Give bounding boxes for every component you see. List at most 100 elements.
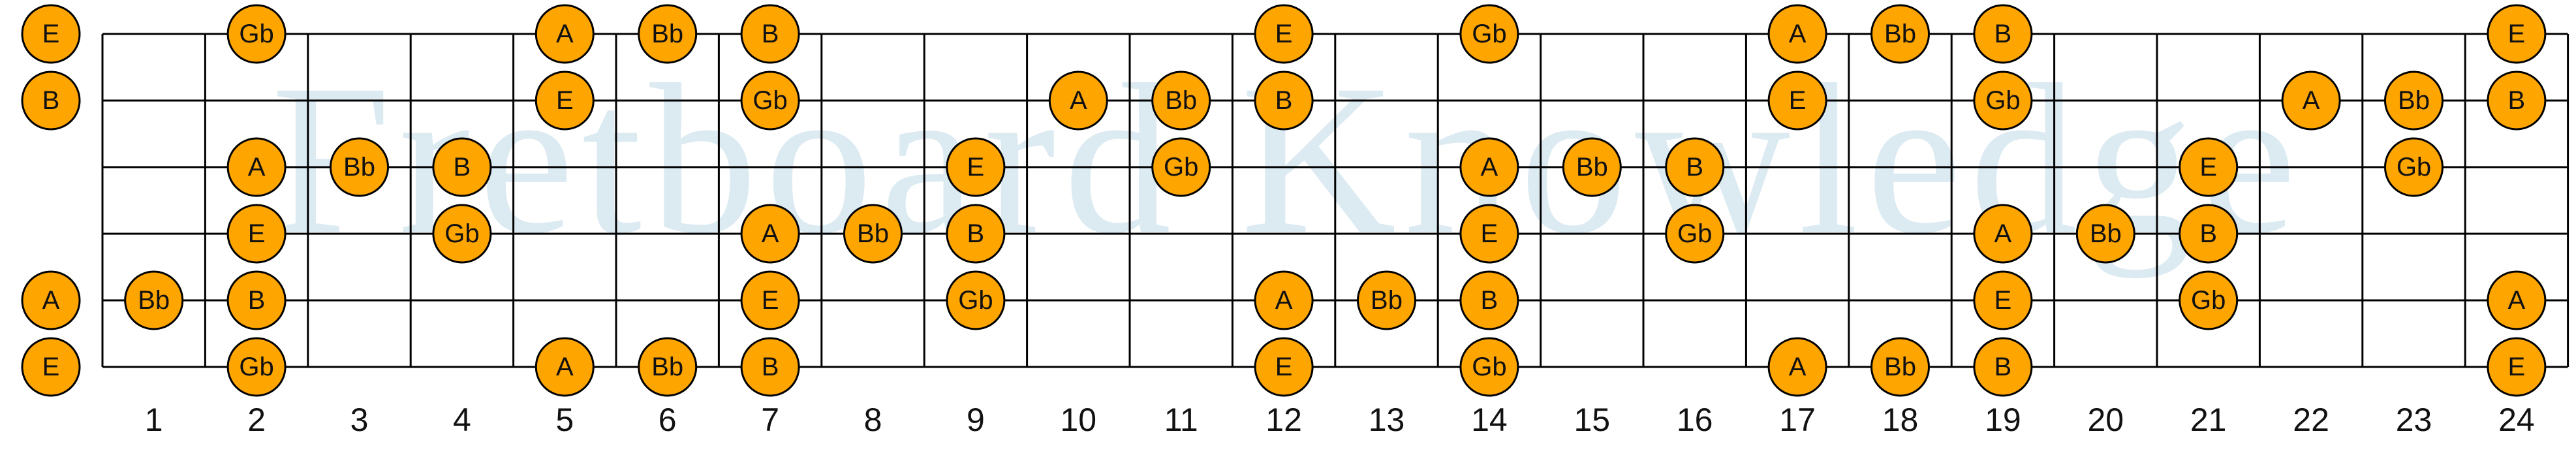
note-label: A (1994, 219, 2012, 248)
note-circle (2487, 71, 2547, 131)
note-label: A (1789, 20, 1807, 48)
note-circle (1767, 4, 1827, 64)
note-marker: Bb (124, 270, 184, 330)
note-label: E (42, 20, 60, 48)
note-marker: E (226, 204, 287, 264)
note-label: Gb (2191, 286, 2226, 315)
note-circle (1562, 137, 1622, 197)
fret-number-label: 5 (555, 402, 574, 438)
note-marker: Gb (1665, 204, 1725, 264)
note-circle (2487, 337, 2547, 397)
note-marker: E (1254, 4, 1314, 64)
note-label: A (1481, 153, 1498, 182)
note-circle (535, 4, 595, 64)
note-marker: Bb (1870, 4, 1930, 64)
note-label: A (556, 20, 574, 48)
note-marker: E (1254, 337, 1314, 397)
note-circle (1973, 337, 2033, 397)
note-circle (740, 71, 800, 131)
note-marker: B (946, 204, 1006, 264)
note-circle (638, 4, 698, 64)
note-circle (1973, 270, 2033, 330)
note-marker: A (2487, 270, 2547, 330)
note-marker: Gb (1459, 4, 1519, 64)
note-circle (1151, 71, 1211, 131)
note-marker: A (1459, 137, 1519, 197)
note-marker: Bb (843, 204, 903, 264)
note-circle (432, 204, 492, 264)
note-circle (740, 337, 800, 397)
note-label: E (1275, 353, 1293, 381)
note-circle (638, 337, 698, 397)
note-marker: E (2487, 4, 2547, 64)
note-label: B (1481, 286, 1498, 315)
note-marker: E (1973, 270, 2033, 330)
note-marker: Gb (432, 204, 492, 264)
note-circle (740, 204, 800, 264)
note-label: A (2508, 286, 2526, 315)
note-marker: B (2487, 71, 2547, 131)
note-label: B (248, 286, 266, 315)
note-label: A (1789, 353, 1807, 381)
note-circle (1767, 337, 1827, 397)
note-circle (1665, 137, 1725, 197)
note-marker: Gb (740, 71, 800, 131)
note-marker: Bb (2075, 204, 2135, 264)
note-circle (1459, 137, 1519, 197)
note-label: E (1481, 219, 1498, 248)
note-circle (21, 337, 81, 397)
fret-number-label: 7 (761, 402, 779, 438)
note-label: Gb (1677, 219, 1712, 248)
note-label: Gb (1472, 20, 1506, 48)
fret-number-label: 10 (1060, 402, 1096, 438)
note-marker: E (946, 137, 1006, 197)
note-marker: B (21, 71, 81, 131)
fret-number-label: 9 (967, 402, 985, 438)
note-label: E (248, 219, 266, 248)
note-label: E (967, 153, 985, 182)
note-circle (226, 4, 287, 64)
note-circle (1973, 4, 2033, 64)
note-circle (21, 270, 81, 330)
note-marker: A (535, 4, 595, 64)
note-circle (2384, 137, 2444, 197)
note-label: E (2508, 20, 2526, 48)
note-marker: B (1973, 337, 2033, 397)
note-circle (1254, 4, 1314, 64)
note-marker: E (1767, 71, 1827, 131)
note-label: B (1994, 353, 2012, 381)
note-circle (740, 270, 800, 330)
note-label: Bb (1884, 353, 1916, 381)
note-marker: E (1459, 204, 1519, 264)
fret-number-label: 8 (864, 402, 882, 438)
note-marker: E (535, 71, 595, 131)
note-marker: Gb (226, 337, 287, 397)
fret-number-label: 24 (2498, 402, 2535, 438)
fret-number-label: 20 (2087, 402, 2124, 438)
note-marker: Gb (226, 4, 287, 64)
note-label: A (2303, 86, 2320, 115)
note-circle (2075, 204, 2135, 264)
note-circle (1459, 4, 1519, 64)
note-marker: Gb (946, 270, 1006, 330)
note-label: E (1275, 20, 1293, 48)
note-circle (21, 71, 81, 131)
note-label: E (762, 286, 779, 315)
note-marker: Bb (638, 4, 698, 64)
note-label: Gb (958, 286, 993, 315)
note-marker: A (1767, 337, 1827, 397)
note-circle (2384, 71, 2444, 131)
note-label: A (556, 353, 574, 381)
note-marker: Gb (1459, 337, 1519, 397)
note-circle (2281, 71, 2341, 131)
note-label: Gb (753, 86, 787, 115)
note-label: E (1789, 86, 1807, 115)
fretboard-grid (101, 33, 2569, 368)
note-label: E (1994, 286, 2012, 315)
note-circle (1767, 71, 1827, 131)
note-label: Bb (2398, 86, 2430, 115)
note-circle (535, 337, 595, 397)
note-marker: A (1767, 4, 1827, 64)
note-label: Gb (1472, 353, 1506, 381)
note-circle (1665, 204, 1725, 264)
